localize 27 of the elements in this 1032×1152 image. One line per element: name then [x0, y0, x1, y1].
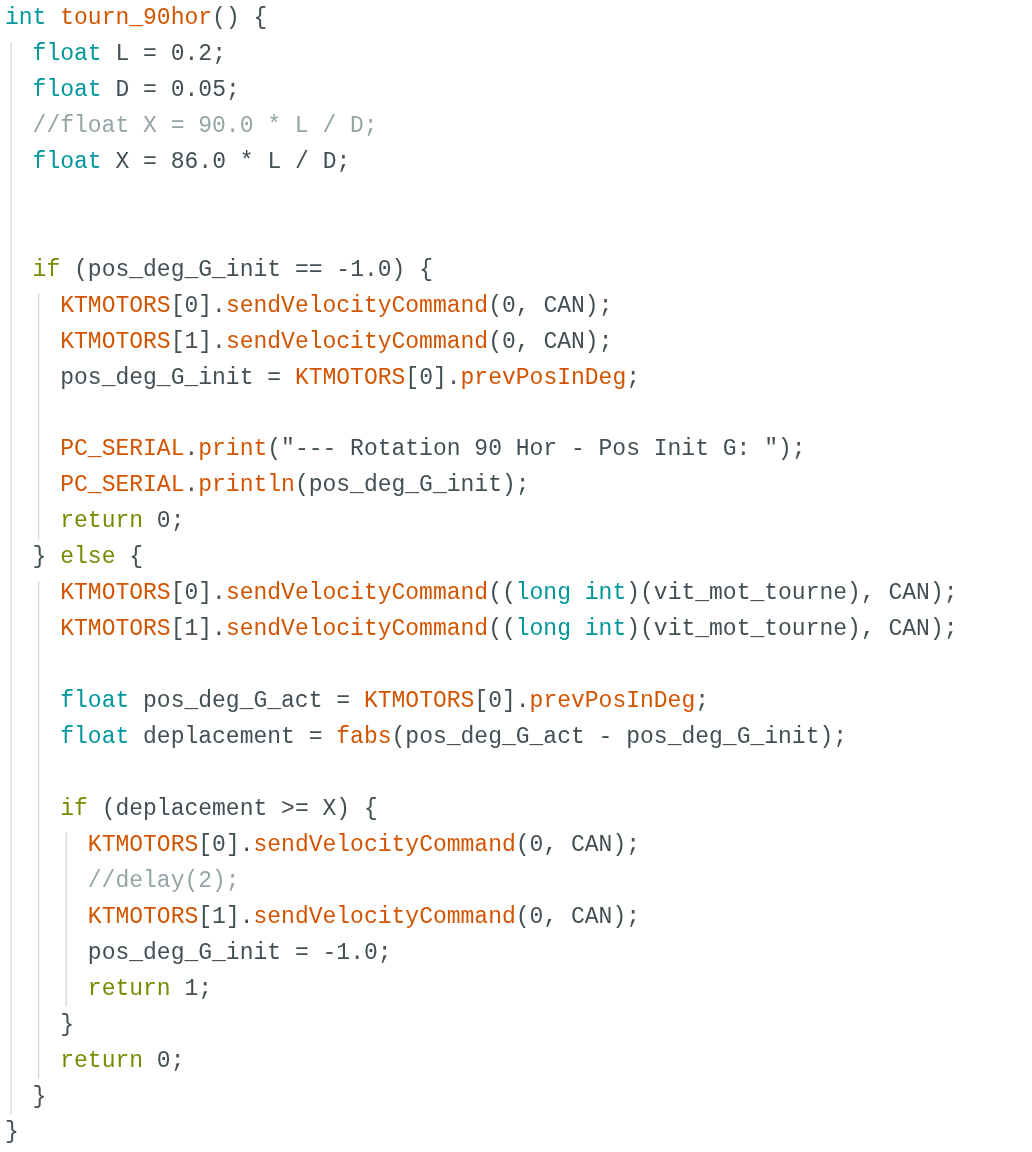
code-line: KTMOTORS[0].sendVelocityCommand((long int)(vit_mot_tourne), CAN); [59, 579, 958, 608]
code-line: float deplacement = fabs(pos_deg_G_act - pos_deg_G_init); [59, 723, 848, 751]
code-line: KTMOTORS[1].sendVelocityCommand(0, CAN); [59, 327, 613, 356]
code-line: KTMOTORS[1].sendVelocityCommand((long int)(vit_mot_tourne), CAN); [59, 615, 958, 644]
code-line: if (deplacement >= X) { [59, 794, 378, 823]
code-line: if (pos_deg_G_init == -1.0) { [31, 255, 433, 284]
code-line: float pos_deg_G_act = KTMOTORS[0].prevPosInDeg; [59, 687, 710, 716]
code-line: //float X = 90.0 * L / D; [31, 111, 378, 140]
code-line: } else { [31, 543, 144, 572]
code-line: //delay(2); [86, 866, 240, 895]
code-line: float L = 0.2; [31, 39, 226, 68]
code-line: pos_deg_G_init = KTMOTORS[0].prevPosInDeg; [59, 363, 640, 392]
code-line: } [59, 1010, 75, 1039]
code-line: KTMOTORS[1].sendVelocityCommand(0, CAN); [86, 902, 641, 931]
code-line: return 0; [59, 1046, 185, 1075]
code-line: return 1; [86, 974, 213, 1003]
code-line: KTMOTORS[0].sendVelocityCommand(0, CAN); [59, 291, 613, 320]
code-line: float X = 86.0 * L / D; [31, 147, 351, 176]
code-line: } [31, 1082, 47, 1111]
code-line: } [5, 1118, 19, 1147]
code-line: PC_SERIAL.print("--- Rotation 90 Hor - Pos Init G: "); [59, 435, 806, 464]
code-line: pos_deg_G_init = -1.0; [86, 938, 392, 967]
code-line: float D = 0.05; [31, 75, 240, 104]
code-line: KTMOTORS[0].sendVelocityCommand(0, CAN); [86, 830, 641, 859]
code-line: return 0; [59, 507, 185, 536]
code-line: int tourn_90hor() { [5, 4, 268, 32]
code-line: PC_SERIAL.println(pos_deg_G_init); [59, 471, 530, 500]
